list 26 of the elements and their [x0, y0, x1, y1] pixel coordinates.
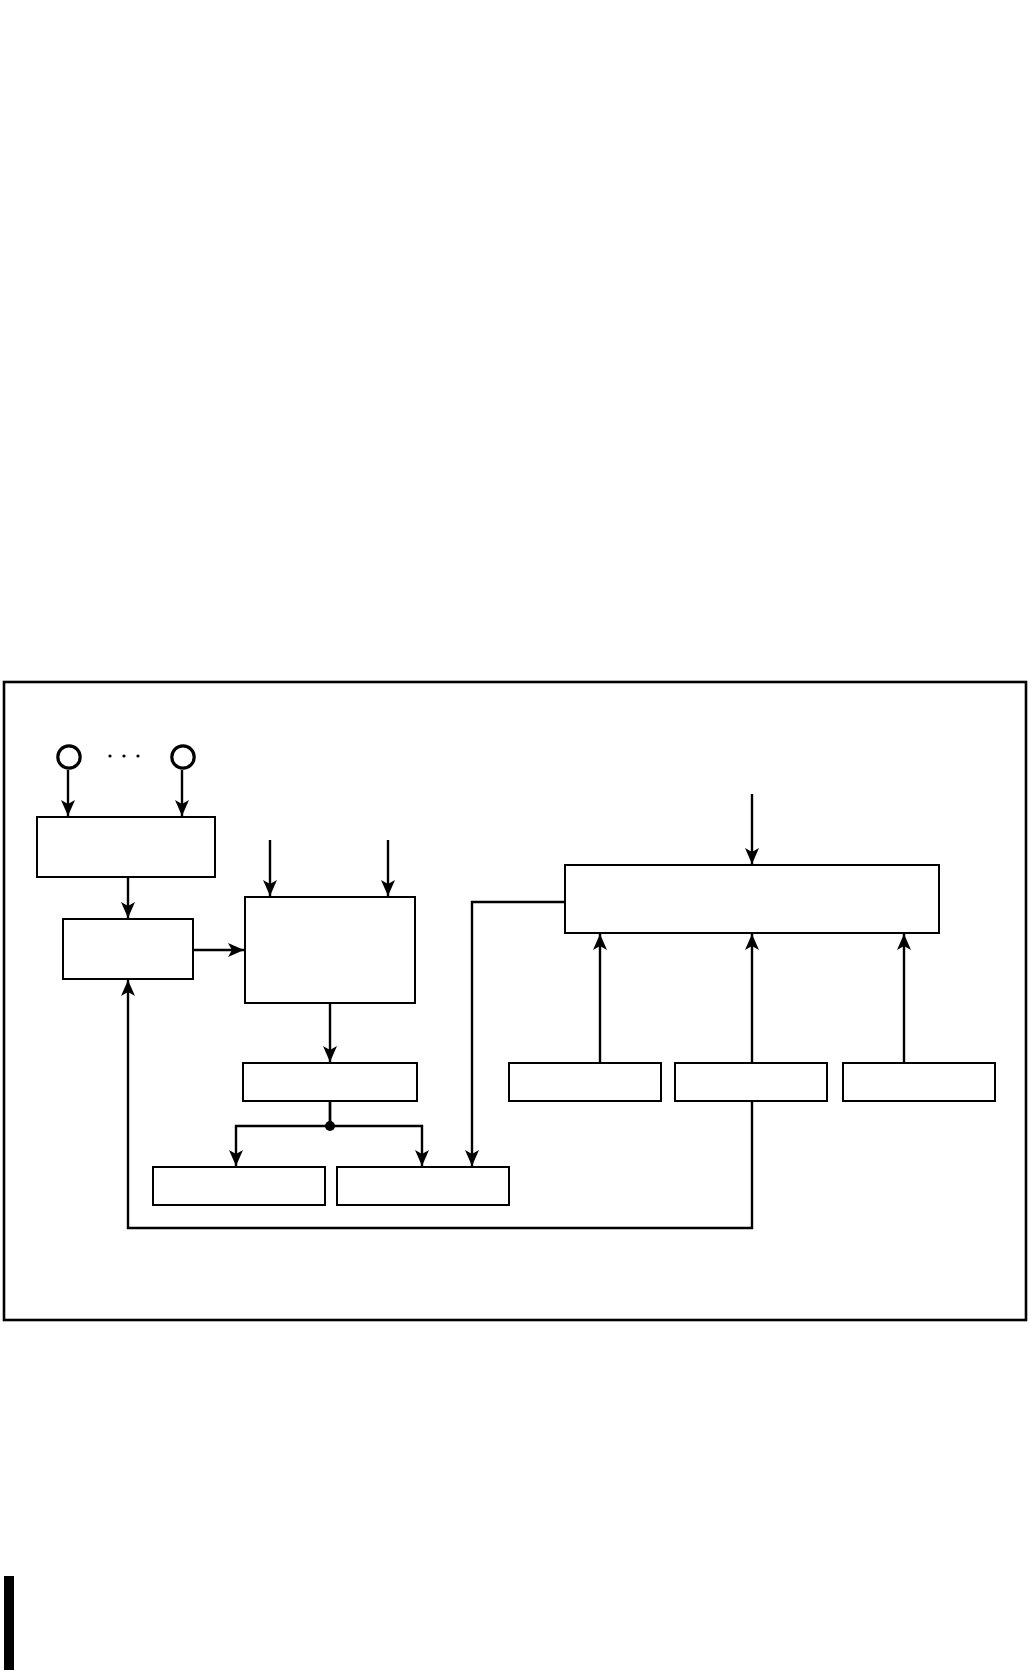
arrow [263, 840, 277, 896]
pin-terminal [170, 744, 196, 770]
arrow [897, 934, 911, 1062]
arrow [381, 840, 395, 896]
arrow [745, 934, 759, 1062]
pin-terminal [56, 744, 82, 770]
block-box [674, 1062, 828, 1102]
arrow [61, 770, 75, 816]
block-box [244, 896, 416, 1004]
arrow [194, 943, 244, 957]
block-box [508, 1062, 662, 1102]
arrow [121, 980, 754, 1230]
block-box [62, 918, 194, 980]
arrow [465, 900, 564, 1166]
arrow [175, 770, 189, 816]
arrow [323, 1004, 337, 1062]
arrow [745, 794, 759, 864]
arrow [593, 934, 607, 1062]
block-box [842, 1062, 996, 1102]
arrow [328, 1102, 429, 1166]
block-box [152, 1166, 326, 1206]
arrow [121, 878, 135, 918]
block-box [36, 816, 216, 878]
block-box [336, 1166, 510, 1206]
block-box [564, 864, 940, 934]
block-box [242, 1062, 418, 1102]
